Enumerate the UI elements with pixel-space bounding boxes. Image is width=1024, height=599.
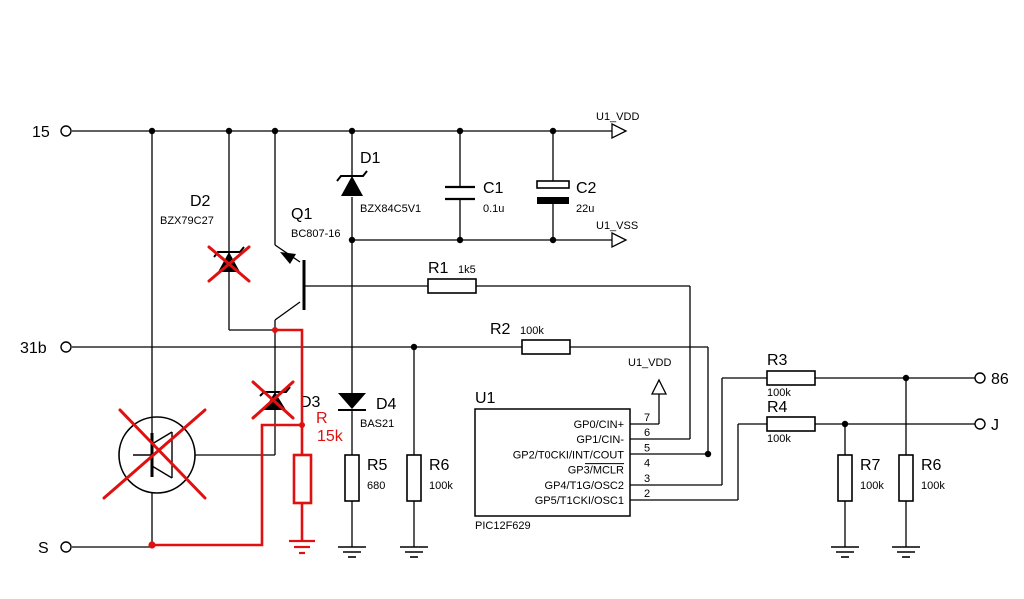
transistor-cross-mark (102, 408, 207, 500)
terminal-j-label: J (991, 417, 999, 434)
terminal-31b: 31b (20, 340, 72, 357)
d2-value: BZX79C27 (160, 215, 214, 227)
r6-right-ref: R6 (921, 457, 942, 474)
u1-pin-number: 7 (644, 412, 650, 424)
q1-value: BC807-16 (291, 228, 341, 240)
r6-left-ref: R6 (429, 457, 450, 474)
u1-pin-number: 5 (644, 442, 650, 454)
resistor-r5: R5 680 (344, 454, 388, 502)
u1-pin-name: GP2/T0CKI/INT/COUT (513, 449, 625, 461)
q1-ref: Q1 (291, 206, 312, 223)
r2-ref: R2 (490, 321, 511, 338)
c1-value: 0.1u (483, 203, 504, 215)
net-vdd-pin: U1_VDD (628, 357, 671, 395)
junction-dots (148, 127, 910, 458)
d1-ref: D1 (360, 150, 381, 167)
c1-ref: C1 (483, 180, 504, 197)
resistor-r7: R7 100k (837, 454, 884, 502)
d2-cross-mark (207, 245, 251, 283)
u1-part: PIC12F629 (475, 520, 531, 532)
terminal-j: J (974, 417, 999, 434)
u1-ref: U1 (475, 390, 496, 407)
u1-pin-name: GP3/MCLR (568, 465, 624, 477)
removed-transistor (102, 408, 207, 500)
d3-cross-mark (251, 380, 295, 420)
net-vdd: U1_VDD (596, 111, 639, 140)
terminal-31b-label: 31b (20, 340, 47, 357)
terminal-86: 86 (974, 371, 1009, 388)
terminal-s: S (38, 540, 72, 557)
net-vdd-pin-label: U1_VDD (628, 357, 671, 369)
r1-value: 1k5 (458, 264, 476, 276)
terminal-15: 15 (32, 124, 72, 141)
added-resistor-r: R 15k (292, 410, 344, 505)
r4-value: 100k (767, 433, 791, 445)
r6-left-value: 100k (429, 480, 453, 492)
ground-r5 (338, 546, 366, 558)
net-vdd-label: U1_VDD (596, 111, 639, 123)
r3-ref: R3 (767, 352, 788, 369)
r4-ref: R4 (767, 399, 788, 416)
resistor-r1: R1 1k5 (427, 260, 477, 294)
r7-value: 100k (860, 480, 884, 492)
ground-r6-left (400, 546, 428, 558)
d1-value: BZX84C5V1 (360, 203, 421, 215)
diode-d4: D4 BAS21 (338, 393, 397, 430)
r5-ref: R5 (367, 457, 388, 474)
ground-symbols (338, 546, 920, 558)
zener-diode-d1: D1 BZX84C5V1 (336, 150, 421, 215)
c2-value: 22u (576, 203, 594, 215)
u1-pin-name: GP5/T1CKI/OSC1 (535, 495, 624, 507)
r7-ref: R7 (860, 457, 881, 474)
r1-ref: R1 (428, 260, 449, 277)
terminal-15-label: 15 (32, 124, 50, 141)
u1-pin-number: 3 (644, 473, 650, 485)
u1-pin-name: GP0/CIN+ (574, 419, 624, 431)
terminal-86-label: 86 (991, 371, 1009, 388)
r2-value: 100k (520, 325, 544, 337)
zener-diode-d3: D3 (251, 380, 321, 420)
r3-value: 100k (767, 387, 791, 399)
r5-value: 680 (367, 480, 385, 492)
added-resistor-ref: R (316, 410, 328, 427)
d4-value: BAS21 (360, 418, 394, 430)
c2-ref: C2 (576, 180, 597, 197)
d3-ref: D3 (300, 394, 321, 411)
resistor-r2: R2 100k (490, 321, 571, 355)
ground-added-resistor (289, 539, 315, 555)
zener-diode-d2: D2 BZX79C27 (160, 193, 251, 283)
net-vss: U1_VSS (596, 220, 638, 249)
resistor-r3: R3 100k (766, 352, 816, 399)
d4-ref: D4 (376, 396, 397, 413)
transistor-q1: Q1 BC807-16 (280, 206, 341, 310)
ground-r7 (831, 546, 859, 558)
net-vss-label: U1_VSS (596, 220, 638, 232)
resistor-r6-left: R6 100k (406, 454, 453, 502)
d2-ref: D2 (190, 193, 211, 210)
u1-pin-number: 6 (644, 427, 650, 439)
u1-pin-number: 4 (644, 458, 650, 470)
resistor-r4: R4 100k (766, 399, 816, 445)
added-resistor-value: 15k (317, 428, 344, 445)
modification-wiring (148, 327, 305, 549)
terminal-s-label: S (38, 540, 49, 557)
resistor-r6-right: R6 100k (898, 454, 945, 502)
capacitor-c2: C2 22u (536, 180, 597, 215)
u1-pin-name: GP4/T1G/OSC2 (545, 480, 624, 492)
capacitor-c1: C1 0.1u (445, 180, 504, 215)
u1-pin-name: GP1/CIN- (576, 434, 624, 446)
r6-right-value: 100k (921, 480, 945, 492)
ground-r6-right (892, 546, 920, 558)
u1-pin-number: 2 (644, 488, 650, 500)
